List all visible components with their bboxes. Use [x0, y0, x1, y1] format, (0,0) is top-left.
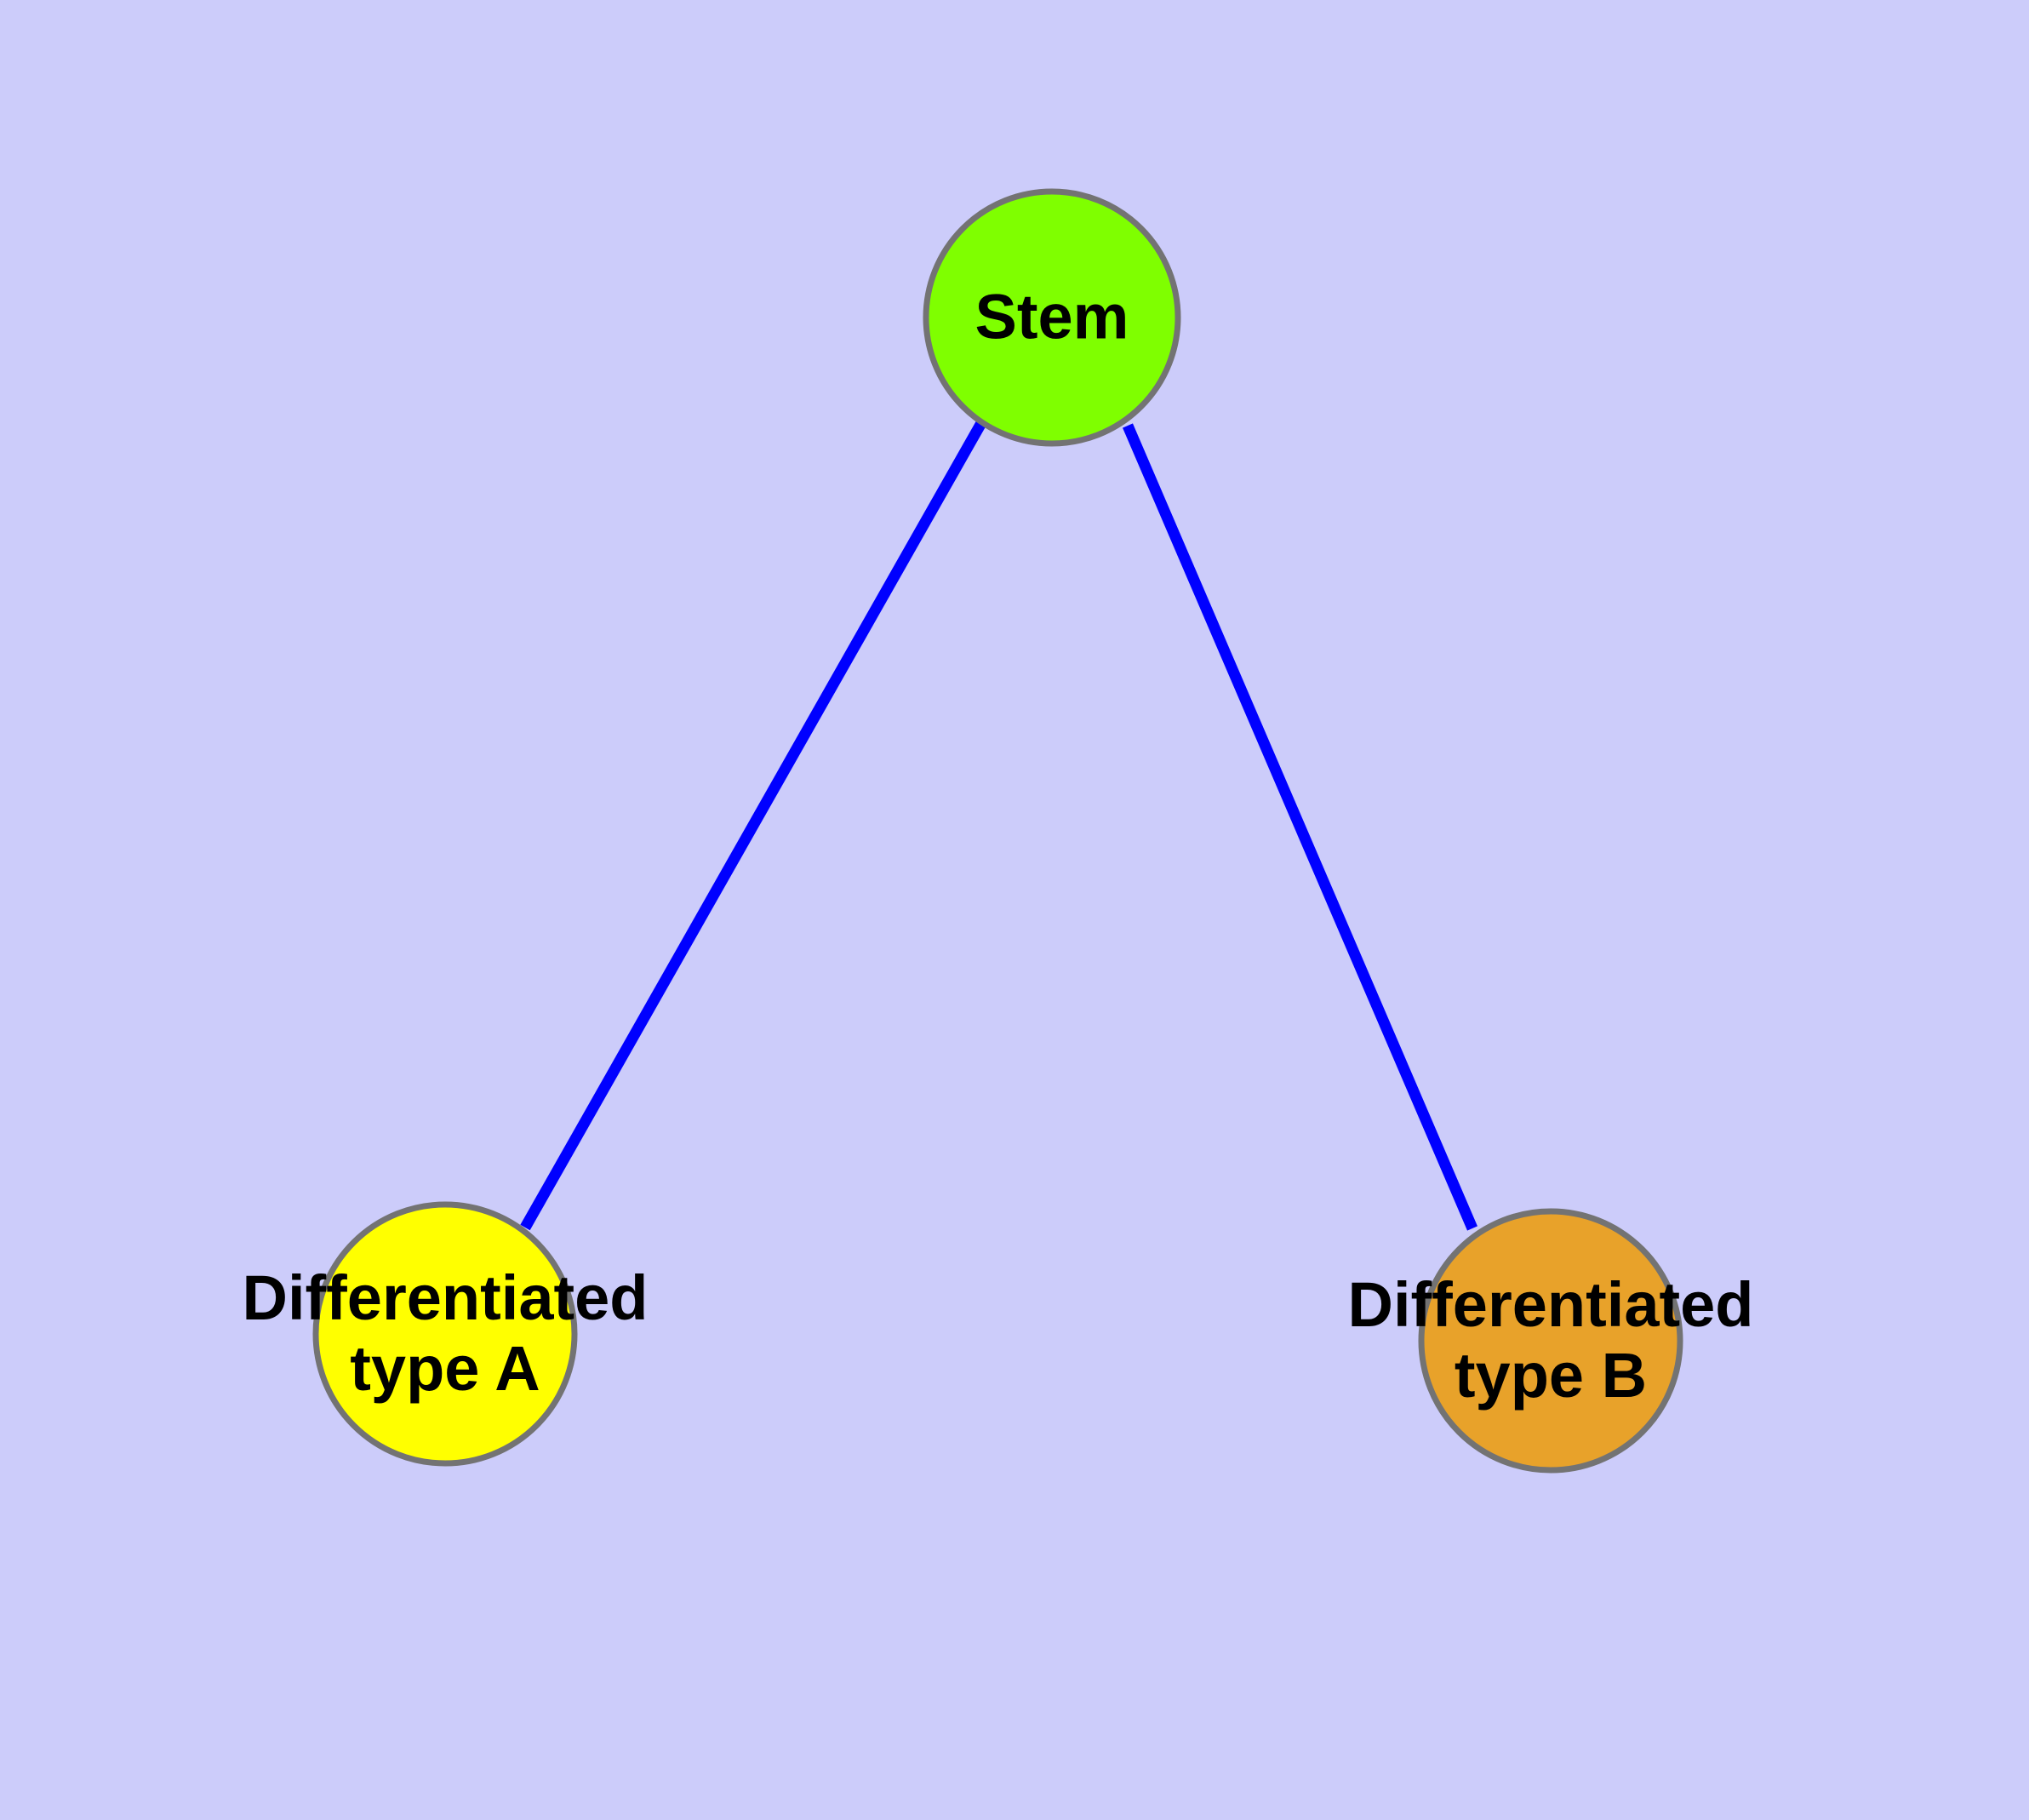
edge-stem-to-differentiated-type-b[interactable]	[1123, 423, 1477, 1231]
node-stem[interactable]	[923, 188, 1181, 447]
edge-stem-to-differentiated-type-a[interactable]	[520, 420, 986, 1231]
node-differentiated-type-b[interactable]	[1418, 1208, 1683, 1474]
node-layer	[312, 188, 1683, 1474]
edge-layer	[520, 420, 1477, 1231]
node-differentiated-type-a[interactable]	[312, 1201, 578, 1467]
